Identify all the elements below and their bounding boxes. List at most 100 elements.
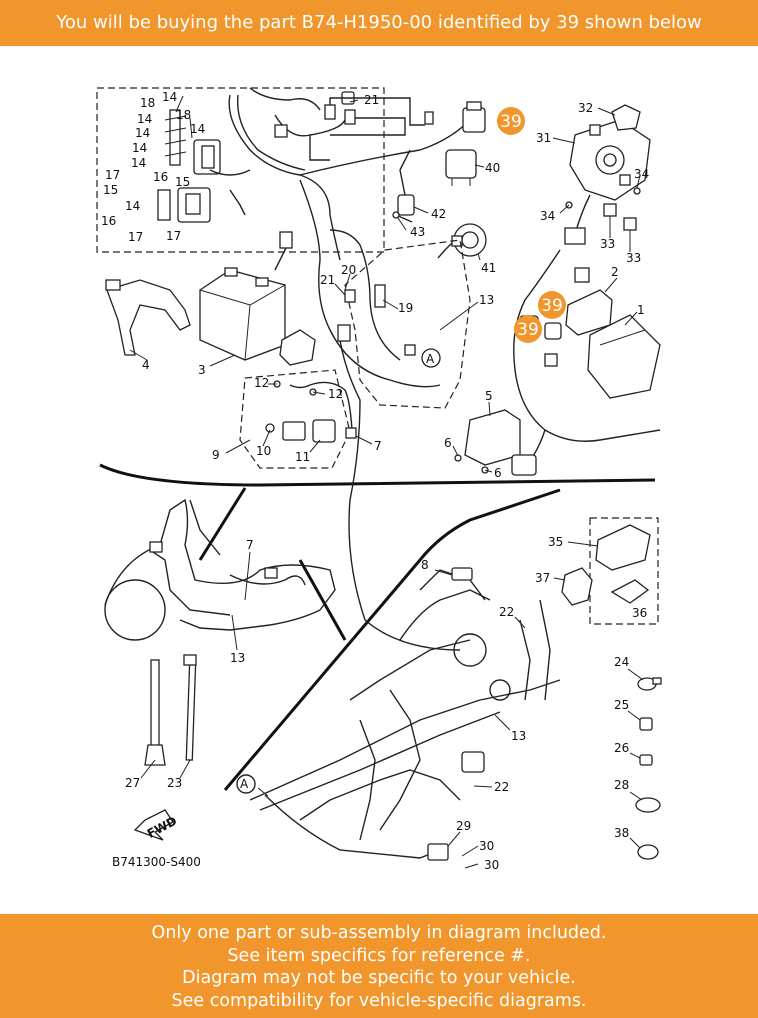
grommet-26 bbox=[639, 754, 653, 766]
ref-6: 6 bbox=[494, 466, 502, 480]
sub-harness-wire bbox=[289, 381, 353, 431]
scooter-outline bbox=[104, 498, 336, 641]
connector-top-4 bbox=[424, 111, 434, 125]
reference-labels: 14 18 18 14 14 14 14 14 17 16 15 15 14 1… bbox=[101, 90, 649, 872]
ref-24: 24 bbox=[614, 655, 629, 669]
grommet-25 bbox=[639, 717, 653, 731]
ref-43: 43 bbox=[410, 225, 425, 239]
disclaimer-line: Only one part or sub-assembly in diagram… bbox=[151, 923, 607, 943]
exploded-view-svg: 14 18 18 14 14 14 14 14 17 16 15 15 14 1… bbox=[0, 46, 758, 914]
ref-17: 17 bbox=[166, 229, 181, 243]
ref-38: 38 bbox=[614, 826, 629, 840]
connector-top-3 bbox=[344, 109, 356, 125]
ref-42: 42 bbox=[431, 207, 446, 221]
ref-18: 18 bbox=[140, 96, 155, 110]
ref-14: 14 bbox=[190, 122, 205, 136]
ref-10: 10 bbox=[256, 444, 271, 458]
ref-13: 13 bbox=[511, 729, 526, 743]
ecu-35 bbox=[595, 524, 651, 571]
ref-3: 3 bbox=[198, 363, 206, 377]
clamp-7 bbox=[345, 427, 357, 439]
relay-10 bbox=[282, 421, 306, 441]
ref-21: 21 bbox=[320, 273, 335, 287]
ref-26: 26 bbox=[614, 741, 629, 755]
ref-14: 14 bbox=[131, 156, 146, 170]
ref-2: 2 bbox=[611, 265, 619, 279]
ecu-35-box bbox=[589, 517, 659, 625]
right-harness-wire bbox=[513, 249, 661, 442]
ref-14: 14 bbox=[162, 90, 177, 104]
lead-top bbox=[329, 97, 425, 126]
clamp-24 bbox=[637, 677, 662, 691]
ref-6: 6 bbox=[444, 436, 452, 450]
ref-18: 18 bbox=[176, 108, 191, 122]
mark-a-circle-lower bbox=[236, 774, 256, 794]
parts-diagram: 14 18 18 14 14 14 14 14 17 16 15 15 14 1… bbox=[0, 46, 758, 914]
callout-39-mid[interactable]: 39 bbox=[538, 291, 566, 319]
mark-a-circle bbox=[421, 348, 441, 368]
sub-harness-9-outline bbox=[239, 369, 351, 469]
ref-30: 30 bbox=[484, 858, 499, 872]
rectifier-5 bbox=[454, 409, 537, 476]
ref-5: 5 bbox=[485, 389, 493, 403]
ref-16: 16 bbox=[153, 170, 168, 184]
ref-7: 7 bbox=[374, 439, 382, 453]
sensor-42 bbox=[397, 149, 415, 216]
relay-11 bbox=[312, 419, 336, 443]
ref-12: 12 bbox=[328, 387, 343, 401]
ref-19: 19 bbox=[398, 301, 413, 315]
key-knob-32 bbox=[611, 104, 641, 131]
ref-7: 7 bbox=[246, 538, 254, 552]
ref-37: 37 bbox=[535, 571, 550, 585]
ref-28: 28 bbox=[614, 778, 629, 792]
mark-a: A bbox=[240, 777, 249, 791]
ref-31: 31 bbox=[536, 131, 551, 145]
relay-40 bbox=[445, 149, 477, 186]
ref-23: 23 bbox=[167, 776, 182, 790]
connector-33a bbox=[603, 203, 617, 217]
ref-34: 34 bbox=[540, 209, 555, 223]
frame-assembly bbox=[249, 567, 561, 861]
ref-17: 17 bbox=[105, 168, 120, 182]
callout-39-label: 39 bbox=[500, 112, 522, 132]
ref-22: 22 bbox=[499, 605, 514, 619]
battery-lead bbox=[274, 247, 287, 271]
bolt-10 bbox=[265, 423, 275, 433]
bottom-banner: Only one part or sub-assembly in diagram… bbox=[0, 914, 758, 1018]
connector-19 bbox=[374, 284, 386, 308]
ref-14: 14 bbox=[132, 141, 147, 155]
module-2 bbox=[565, 289, 613, 336]
fuse-group-box bbox=[96, 87, 385, 253]
ref-1: 1 bbox=[637, 303, 645, 317]
screw-34-right bbox=[633, 187, 641, 195]
connector-right-2 bbox=[574, 267, 590, 283]
clamp-38 bbox=[637, 844, 659, 860]
ecu-1 bbox=[587, 314, 661, 399]
ref-14: 14 bbox=[137, 112, 152, 126]
ref-4: 4 bbox=[142, 358, 150, 372]
cable-tie-27 bbox=[144, 659, 166, 766]
battery-3 bbox=[199, 267, 286, 361]
ref-22: 22 bbox=[494, 780, 509, 794]
ref-13: 13 bbox=[479, 293, 494, 307]
ref-14: 14 bbox=[125, 199, 140, 213]
ref-40: 40 bbox=[485, 161, 500, 175]
bolt-43 bbox=[392, 211, 413, 223]
ref-14: 14 bbox=[135, 126, 150, 140]
callout-39-low[interactable]: 39 bbox=[514, 315, 542, 343]
connector-battery-lead bbox=[279, 231, 293, 249]
diagram-code: B741300-S400 bbox=[112, 855, 201, 869]
callout-39-top[interactable]: 39 bbox=[497, 107, 525, 135]
section-divider-small bbox=[198, 487, 247, 561]
ref-9: 9 bbox=[212, 448, 220, 462]
ref-34: 34 bbox=[634, 167, 649, 181]
section-divider-small-2 bbox=[298, 559, 347, 641]
ref-11: 11 bbox=[295, 450, 310, 464]
fwd-arrow bbox=[133, 809, 174, 841]
switch-connector bbox=[564, 227, 586, 245]
connector-13-end bbox=[404, 344, 416, 356]
ref-33: 33 bbox=[626, 251, 641, 265]
connector-top-2 bbox=[324, 104, 336, 120]
ref-36: 36 bbox=[632, 606, 647, 620]
ref-27: 27 bbox=[125, 776, 140, 790]
